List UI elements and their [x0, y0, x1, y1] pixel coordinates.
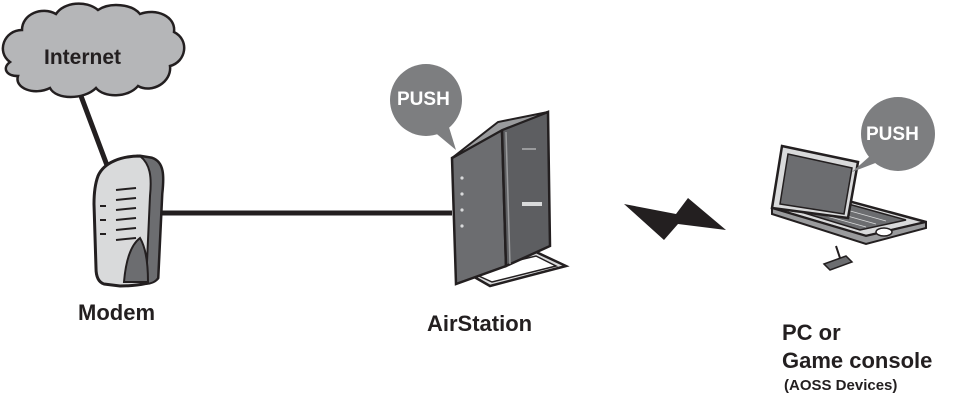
pc-label-line3: (AOSS Devices): [784, 377, 898, 394]
airstation-router-icon: [450, 110, 570, 288]
internet-label: Internet: [44, 46, 122, 69]
push-bubble-pc: [852, 97, 935, 172]
wireless-signal-icon: [624, 198, 726, 240]
push-label-pc: PUSH: [866, 124, 919, 145]
airstation-label: AirStation: [427, 311, 533, 336]
pc-label-line1: PC or: [782, 320, 841, 345]
pc-label-line2: Game console: [782, 348, 933, 373]
laptop-icon: [770, 144, 927, 271]
modem-label: Modem: [78, 300, 155, 325]
internet-cloud-icon: [1, 2, 186, 99]
push-label-airstation: PUSH: [397, 89, 450, 110]
push-bubble-airstation: [390, 64, 462, 150]
modem-icon: [92, 154, 165, 288]
airstation-brand-logo: [522, 202, 542, 206]
internet-to-modem-cable: [75, 87, 111, 169]
